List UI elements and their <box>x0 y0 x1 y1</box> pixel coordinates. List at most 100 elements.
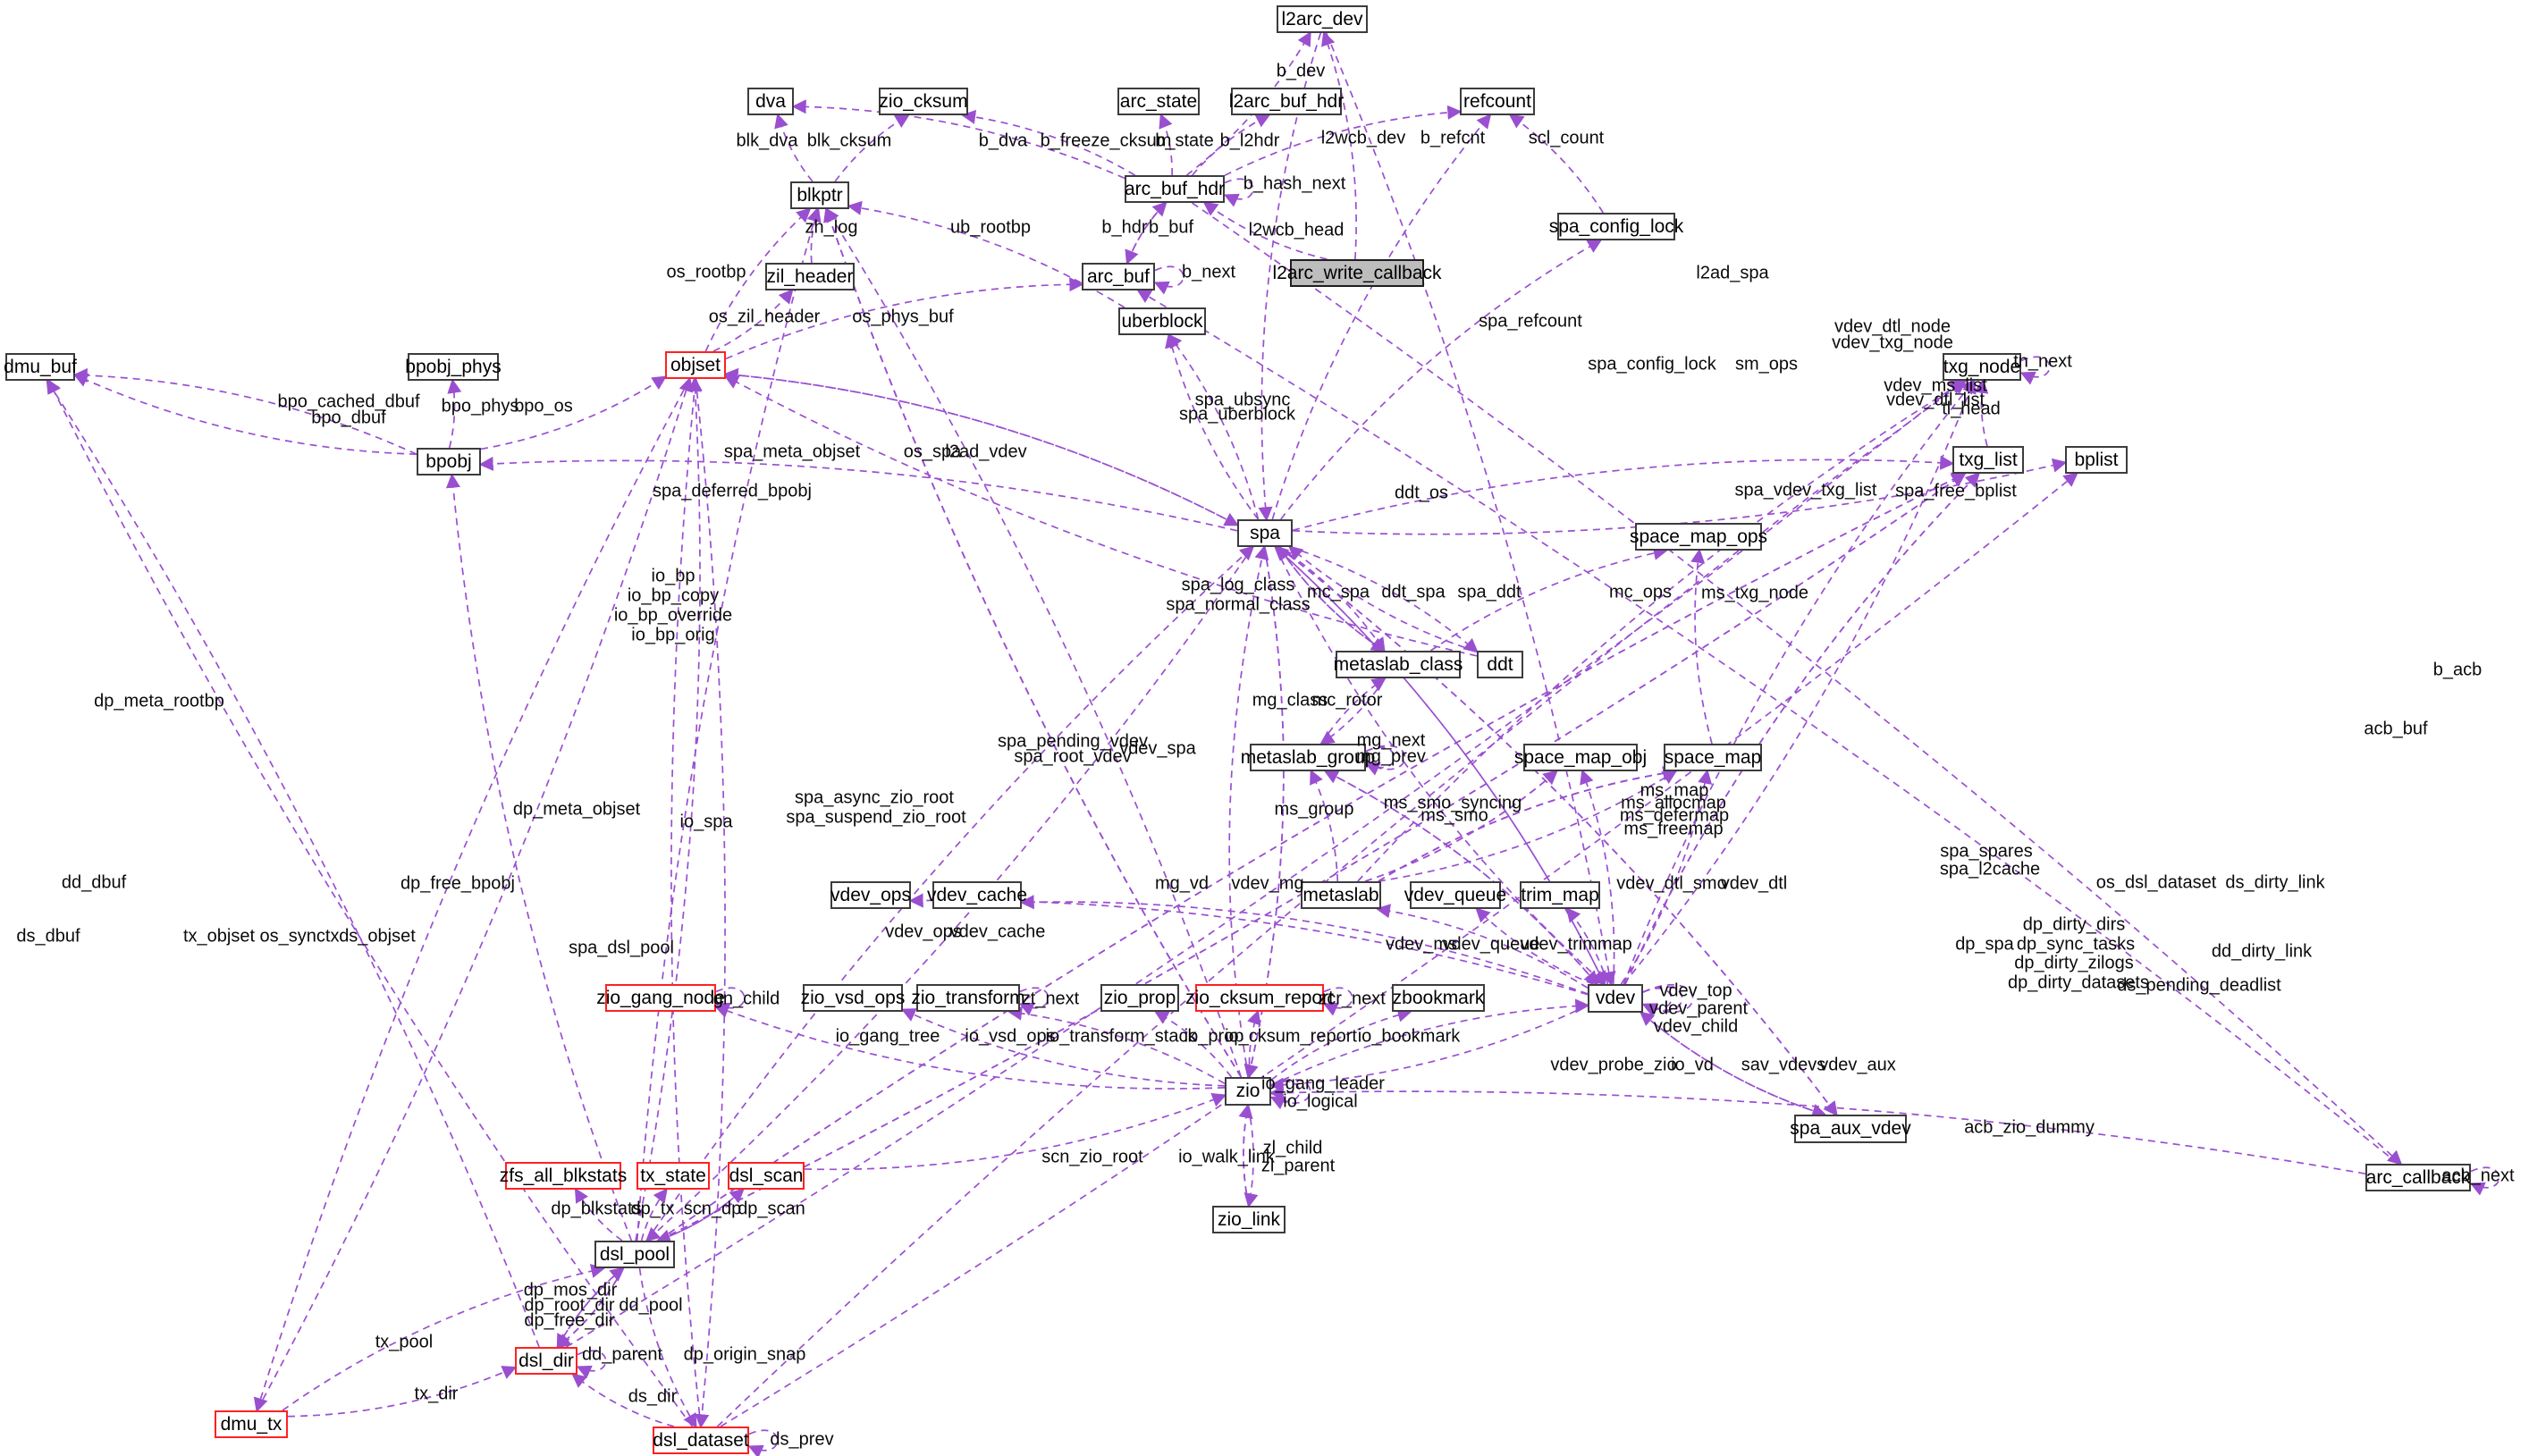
edge-ms_map <box>1378 766 1678 882</box>
edge-blk_cksum <box>834 114 910 182</box>
node-dsl_pool[interactable]: dsl_pool <box>594 1241 675 1268</box>
edge-spa_ubsync <box>1165 332 1260 520</box>
edge-ms_txg_node <box>1357 379 1968 882</box>
edge-io_bp_orig <box>823 206 1243 1078</box>
node-objset[interactable]: objset <box>665 351 726 379</box>
edge-vdev_top <box>1641 987 1673 1017</box>
edge-ddt_os <box>723 375 1478 657</box>
edge-dp_free_dir <box>556 1267 624 1349</box>
node-uberblock[interactable]: uberblock <box>1118 307 1206 335</box>
edge-ds_prev <box>747 1429 779 1456</box>
node-txg_list[interactable]: txg_list <box>1952 446 2024 474</box>
node-zbookmark[interactable]: zbookmark <box>1392 984 1485 1012</box>
edge-dp_mos_dir <box>556 1267 624 1350</box>
node-bplist[interactable]: bplist <box>2065 446 2128 474</box>
node-metaslab_group[interactable]: metaslab_group <box>1241 744 1375 771</box>
node-zil_header[interactable]: zil_header <box>765 263 855 290</box>
node-trim_map[interactable]: trim_map <box>1520 881 1600 909</box>
node-metaslab[interactable]: metaslab <box>1301 881 1381 909</box>
edge-dp_root_dir <box>556 1267 624 1349</box>
node-spa[interactable]: spa <box>1237 519 1293 547</box>
node-zio_gang_node[interactable]: zio_gang_node <box>596 984 725 1012</box>
edge-mc_ops <box>1429 545 1668 652</box>
node-dsl_dir[interactable]: dsl_dir <box>515 1347 577 1375</box>
edge-io_transform_stack <box>1007 1006 1226 1085</box>
node-dsl_scan[interactable]: dsl_scan <box>728 1162 805 1190</box>
node-zio_link[interactable]: zio_link <box>1212 1206 1286 1233</box>
edge-ds_pending_deadlist <box>720 472 2078 1427</box>
node-arc_buf_hdr[interactable]: arc_buf_hdr <box>1125 175 1225 203</box>
node-dmu_tx[interactable]: dmu_tx <box>215 1410 288 1438</box>
edge-gn_child <box>714 987 746 1016</box>
edge-spa_uberblock <box>1168 333 1260 520</box>
edge-io_gang_tree <box>713 1004 1226 1090</box>
node-zio[interactable]: zio <box>1225 1077 1271 1106</box>
node-vdev_ops[interactable]: vdev_ops <box>830 881 911 909</box>
edge-ms_smo_syncing <box>1364 770 1558 882</box>
edge-scn_dp <box>655 1189 744 1243</box>
node-spa_aux_vdev[interactable]: spa_aux_vdev <box>1790 1115 1911 1143</box>
node-spa_config_lock[interactable]: spa_config_lock <box>1549 213 1683 240</box>
edge-dp_dirty_zilogs <box>658 472 1967 1241</box>
edge-b_dva <box>791 99 1125 180</box>
node-dva[interactable]: dva <box>747 88 794 115</box>
node-dsl_dataset[interactable]: dsl_dataset <box>653 1427 749 1454</box>
edge-b_refcnt <box>1224 105 1463 177</box>
node-blkptr[interactable]: blkptr <box>790 181 849 209</box>
edge-vdev_dtl_node <box>1623 379 1976 985</box>
node-space_map[interactable]: space_map <box>1664 744 1762 771</box>
node-space_map_ops[interactable]: space_map_ops <box>1630 523 1767 551</box>
node-vdev_queue[interactable]: vdev_queue <box>1404 881 1506 909</box>
node-zio_vsd_ops[interactable]: zio_vsd_ops <box>801 984 905 1012</box>
edge-acb_next <box>2469 1166 2500 1196</box>
node-metaslab_class[interactable]: metaslab_class <box>1334 651 1463 678</box>
edge-os_rootbp <box>704 207 812 352</box>
edge-os_zil_header <box>712 289 794 352</box>
node-refcount[interactable]: refcount <box>1460 88 1535 115</box>
node-ddt[interactable]: ddt <box>1477 651 1523 678</box>
node-zfs_all_blkstats[interactable]: zfs_all_blkstats <box>500 1162 627 1190</box>
edge-os_phys_buf <box>725 277 1084 360</box>
edge-ds_dir <box>571 1373 675 1427</box>
edge-zl_parent <box>1238 1103 1253 1207</box>
node-dmu_buf[interactable]: dmu_buf <box>4 353 77 381</box>
node-arc_callback[interactable]: arc_callback <box>2365 1164 2471 1191</box>
edge-vdev_cache <box>1019 895 1589 995</box>
node-vdev_cache[interactable]: vdev_cache <box>927 881 1027 909</box>
node-zio_transform[interactable]: zio_transform <box>911 984 1025 1012</box>
edge-acb_buf <box>1136 289 2399 1165</box>
edge-dp_blkstats <box>574 1187 623 1241</box>
edge-bpo_os <box>480 375 668 450</box>
node-zio_prop[interactable]: zio_prop <box>1100 984 1179 1012</box>
edge-spa_root_vdev <box>1275 546 1606 987</box>
node-l2arc_write_callback[interactable]: l2arc_write_callback <box>1272 259 1442 287</box>
edge-vdev_queue <box>1475 907 1594 985</box>
node-zio_cksum_report[interactable]: zio_cksum_report <box>1185 984 1334 1012</box>
edge-ms_group <box>1310 769 1339 882</box>
node-l2arc_dev[interactable]: l2arc_dev <box>1277 5 1368 33</box>
node-bpobj_phys[interactable]: bpobj_phys <box>405 353 502 381</box>
node-arc_buf[interactable]: arc_buf <box>1082 263 1155 290</box>
edge-spa_pending_vdev <box>1274 546 1606 986</box>
node-tx_state[interactable]: tx_state <box>636 1162 710 1190</box>
node-l2arc_buf_hdr[interactable]: l2arc_buf_hdr <box>1229 88 1344 115</box>
edge-io_bookmark <box>1270 1007 1412 1081</box>
node-zio_cksum[interactable]: zio_cksum <box>879 88 968 115</box>
edge-dd_dbuf <box>46 378 540 1348</box>
node-space_map_obj[interactable]: space_map_obj <box>1514 744 1647 771</box>
edge-vdev_child <box>1641 983 1694 1017</box>
edge-spa_config_lock <box>1280 239 1603 520</box>
edge-io_vd <box>1270 998 1590 1087</box>
node-txg_node[interactable]: txg_node <box>1943 353 2021 381</box>
edge-bpo_phys <box>447 378 462 449</box>
node-bpobj[interactable]: bpobj <box>417 448 481 476</box>
node-vdev[interactable]: vdev <box>1588 984 1643 1013</box>
edge-tl_head <box>1974 378 1989 447</box>
edge-mg_class <box>1320 677 1387 745</box>
node-arc_state[interactable]: arc_state <box>1117 88 1200 115</box>
edge-ub_rootbp <box>847 200 1125 308</box>
edge-vdev_mg <box>1323 770 1598 985</box>
edge-vdev_dtl <box>1620 769 1713 985</box>
